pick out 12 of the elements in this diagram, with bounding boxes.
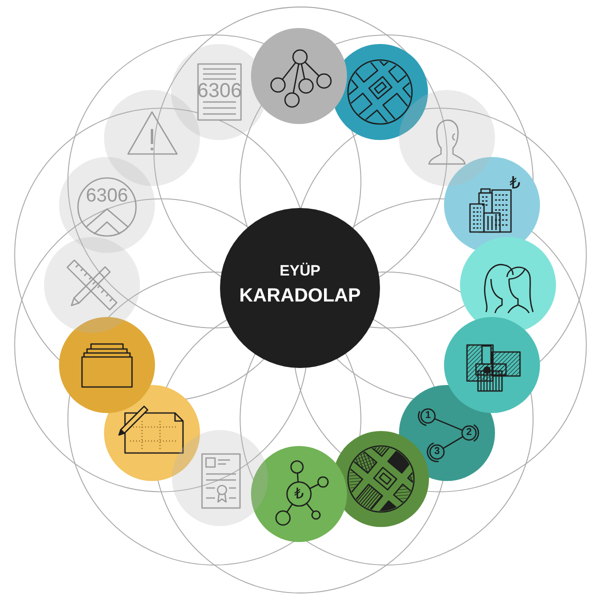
- step-number: 2: [466, 428, 472, 438]
- icon-circle: [251, 446, 347, 542]
- first-name: EYÜP: [280, 264, 320, 278]
- icon-circle: [251, 28, 347, 124]
- lira-sign: ₺: [294, 486, 304, 502]
- step-number: 3: [434, 447, 440, 457]
- surname: KARADOLAP: [239, 286, 361, 306]
- icon-circle: [59, 157, 155, 253]
- step-number: 1: [425, 411, 431, 421]
- code-number: 6306: [86, 186, 128, 206]
- code-number: 6306: [197, 81, 242, 101]
- lira-sign: ₺: [510, 174, 520, 192]
